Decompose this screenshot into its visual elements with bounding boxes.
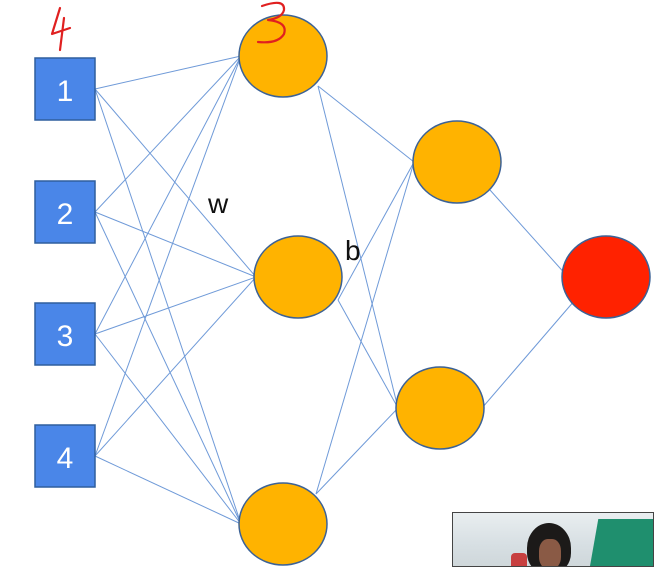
hidden-node-1-3 xyxy=(238,482,328,566)
connection-edge xyxy=(94,455,242,525)
connection-edge xyxy=(337,161,415,301)
connection-edge xyxy=(337,299,399,409)
hidden-node-1-2 xyxy=(253,235,343,319)
connection-edge xyxy=(317,85,415,163)
connection-edge xyxy=(94,211,257,278)
connection-edge xyxy=(317,85,399,409)
output-layer xyxy=(561,235,651,319)
input-node-4: 4 xyxy=(34,424,96,488)
webcam-overlay xyxy=(452,512,654,567)
output-node xyxy=(561,235,651,319)
input-node-label: 4 xyxy=(57,442,74,475)
input-node-label: 2 xyxy=(57,198,74,231)
connection-edge xyxy=(94,55,242,90)
hidden-layer-1 xyxy=(238,14,343,566)
connection-edge xyxy=(489,189,569,278)
connection-edge xyxy=(315,407,399,495)
input-node-label: 1 xyxy=(57,75,74,108)
connection-edge xyxy=(315,161,415,495)
input-layer: 1 2 3 4 xyxy=(34,57,96,488)
connection-edge xyxy=(481,299,576,409)
bias-label: b xyxy=(345,235,361,266)
input-node-label: 3 xyxy=(57,320,74,353)
hidden-node-2-1 xyxy=(412,120,502,204)
handwritten-annotation-hidden-count xyxy=(256,1,286,44)
input-node-1: 1 xyxy=(34,57,96,121)
input-node-3: 3 xyxy=(34,302,96,366)
connection-edge xyxy=(94,55,242,213)
connection-edge xyxy=(94,88,242,525)
connection-edge xyxy=(94,211,242,525)
connection-edge xyxy=(94,55,242,335)
connection-edge xyxy=(94,276,257,457)
connection-edge xyxy=(94,55,242,457)
input-node-2: 2 xyxy=(34,180,96,244)
hidden-node-2-2 xyxy=(395,366,485,450)
connection-edge xyxy=(94,333,242,525)
connection-edges xyxy=(94,55,576,525)
handwritten-annotation-input-count xyxy=(50,6,72,52)
hidden-layer-2 xyxy=(395,120,502,450)
connection-edge xyxy=(94,88,257,278)
weight-label: w xyxy=(207,188,229,219)
connection-edge xyxy=(94,276,257,335)
hidden-node-1-1 xyxy=(238,14,328,98)
